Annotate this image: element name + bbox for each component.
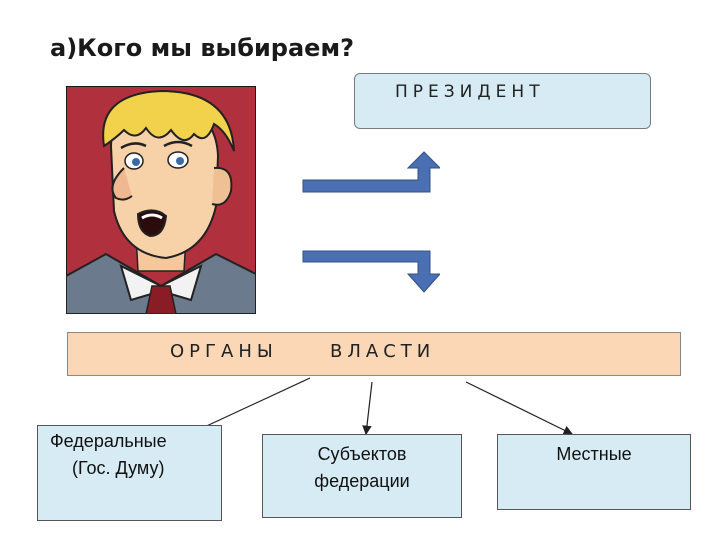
organs-word-2: ВЛАСТИ — [330, 341, 436, 362]
federal-line1: Федеральные — [50, 431, 167, 451]
president-box: ПРЕЗИДЕНТ — [354, 73, 651, 129]
subjects-level-box: Субъектов федерации — [262, 434, 462, 518]
local-line1: Местные — [556, 444, 632, 464]
federal-line2: (Гос. Думу) — [72, 458, 165, 478]
subjects-line2: федерации — [314, 471, 410, 491]
man-portrait-illustration — [66, 86, 256, 314]
federal-level-box: Федеральные (Гос. Думу) — [37, 425, 222, 521]
organs-word-1: ОРГАНЫ — [170, 341, 278, 362]
connector-subjects — [362, 381, 373, 436]
organs-of-power-box: ОРГАНЫ ВЛАСТИ — [67, 332, 681, 376]
page-title: а)Кого мы выбираем? — [50, 34, 354, 62]
subjects-line1: Субъектов — [317, 444, 407, 464]
arrow-up-icon — [302, 151, 440, 193]
local-level-box: Местные — [497, 434, 691, 510]
connector-local — [465, 381, 574, 435]
arrow-down-icon — [302, 250, 440, 293]
president-label: ПРЕЗИДЕНТ — [395, 82, 545, 102]
